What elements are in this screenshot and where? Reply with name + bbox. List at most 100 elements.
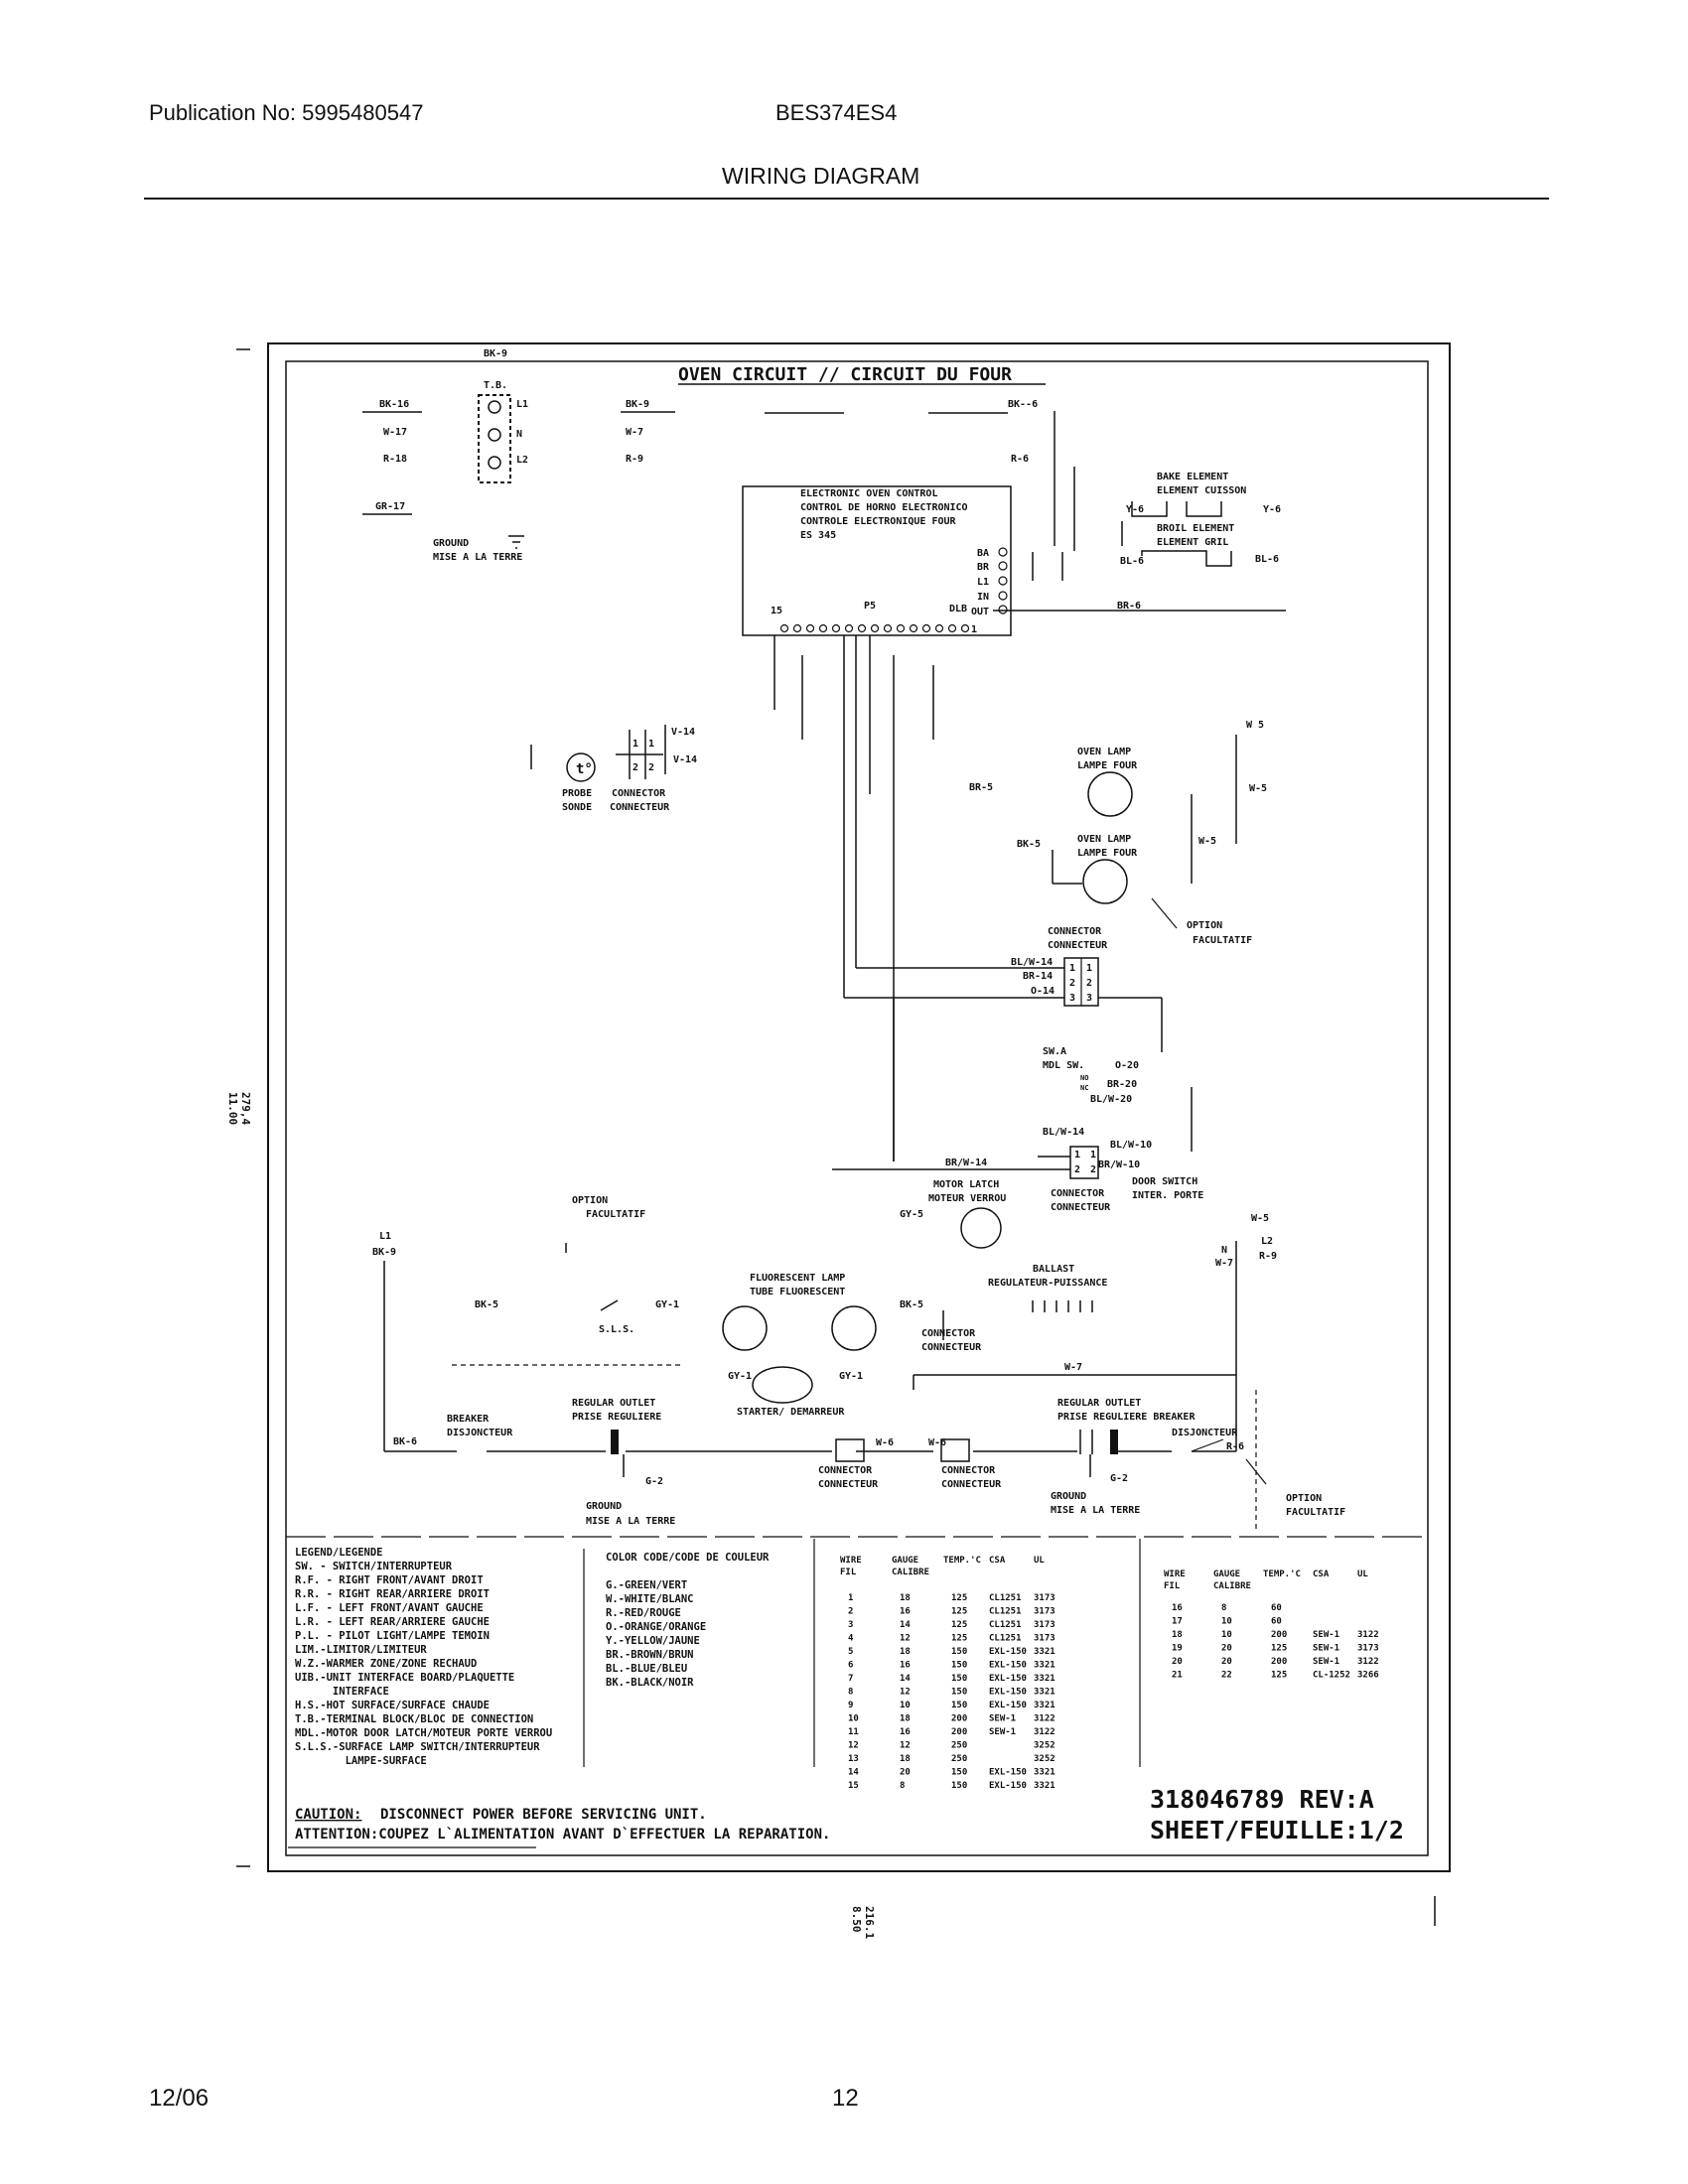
label-fl1: FLUORESCENT LAMP [750,1273,845,1284]
legend-line: R.F. - RIGHT FRONT/AVANT DROIT [295,1574,484,1586]
label-broil2: ELEMENT GRIL [1157,537,1228,548]
wire-table-cell: 60 [1271,1603,1282,1613]
wire-table-cell: EXL-150 [989,1701,1027,1710]
label-eoc3: CONTROLE ELECTRONIQUE FOUR [800,516,957,527]
wire-table-cell: 12 [900,1688,911,1698]
label-p15: 15 [771,606,782,616]
label-conn3a: CONNECTOR [1051,1188,1105,1199]
wire-table-cell: 3122 [1034,1727,1055,1737]
label-w5c: W-5 [1198,836,1216,847]
wire-table-cell: 14 [900,1674,911,1684]
part-number: 318046789 REV:A [1150,1785,1374,1814]
label-w5d: W-5 [1251,1213,1269,1224]
label-k2a: 2 [1069,978,1075,989]
label-lamp2a: OVEN LAMP [1077,834,1131,845]
wire-table-cell: 3173 [1357,1644,1379,1654]
wire-table-subheader: FIL [840,1568,857,1577]
label-ba: BA [977,548,989,559]
label-w6a: W-6 [876,1437,894,1448]
wire-table-cell: 60 [1271,1617,1282,1627]
label-swa: SW.A [1043,1046,1066,1057]
wire-table-cell: 17 [1172,1617,1183,1627]
wire-table-cell: 3321 [1034,1781,1055,1791]
label-l1-tb: L1 [516,399,528,410]
label-r9-a: R-9 [626,454,643,465]
wire-table-cell: 3122 [1357,1630,1379,1640]
wire-table-cell: 16 [1172,1603,1183,1613]
legend-line: P.L. - PILOT LIGHT/LAMPE TEMOIN [295,1630,490,1642]
inner-frame [285,360,1429,1856]
wire-table-cell: 12 [900,1634,911,1644]
wire-table-cell: 8 [900,1781,905,1791]
wire-table-cell: 3321 [1034,1701,1055,1710]
wire-table-cell: EXL-150 [989,1781,1027,1791]
wire-table-cell: 150 [951,1701,967,1710]
color-code-line: BR.-BROWN/BRUN [606,1649,694,1661]
label-conn4a: CONNECTOR [921,1328,976,1339]
color-code-line: Y.-YELLOW/JAUNE [606,1635,700,1647]
wire-table-cell: 20 [1172,1657,1183,1667]
label-blw14b: BL/W-14 [1043,1127,1084,1138]
label-out: OUT [971,607,989,617]
label-gnd2a: GROUND [586,1501,622,1512]
component-labels: BK-9 T.B. BK-16 L1 W-17 N R-18 L2 BK-9 W… [372,348,1345,1527]
label-w7-a: W-7 [626,427,643,438]
wire-table-cell: SEW-1 [1313,1657,1339,1667]
wire-table-cell: 3122 [1034,1714,1055,1724]
label-lamp2b: LAMPE FOUR [1077,848,1138,859]
label-bl6b: BL-6 [1255,554,1279,565]
label-conn5a: CONNECTOR [818,1465,873,1476]
wire-table-cell: 7 [848,1674,853,1684]
label-blw14a: BL/W-14 [1011,957,1053,968]
dimension-width-in: 8.50 [850,1906,863,1933]
wire-table-cell: 200 [1271,1630,1287,1640]
label-r18: R-18 [383,454,407,465]
oven-control-box [742,485,1012,636]
wire-table-header: WIRE [1164,1570,1186,1579]
legend-line: H.S.-HOT SURFACE/SURFACE CHAUDE [295,1700,490,1711]
dimension-width: 216.1 [863,1906,876,1939]
wire-table-cell: 125 [951,1620,967,1630]
label-eoc2: CONTROL DE HORNO ELECTRONICO [800,502,968,513]
label-conn4b: CONNECTEUR [921,1342,982,1353]
label-ground1-fr: MISE A LA TERRE [433,552,522,563]
label-out2b: PRISE REGULIERE BREAKER [1057,1412,1196,1423]
wire-table-header: UL [1034,1556,1045,1566]
wire-table-cell: SEW-1 [1313,1644,1339,1654]
label-l2-tb: L2 [516,455,528,466]
label-br14: BR-14 [1023,971,1053,982]
label-bake1: BAKE ELEMENT [1157,472,1228,482]
wire-table-header: WIRE [840,1556,862,1566]
wire-table-cell: 200 [951,1714,967,1724]
wire-table-cell: CL1251 [989,1634,1022,1644]
label-nc: NC [1080,1084,1088,1092]
dimension-height-in: 11.00 [226,1092,239,1125]
label-tb: T.B. [484,380,507,391]
label-probe: PROBE [562,788,592,799]
legend-line: MDL.-MOTOR DOOR LATCH/MOTEUR PORTE VERRO… [295,1727,552,1739]
wire-table-cell: 200 [1271,1657,1287,1667]
label-bl6a: BL-6 [1120,556,1144,567]
label-d2a: 2 [1074,1164,1080,1175]
label-opt2b: FACULTATIF [586,1209,645,1220]
wire-table-cell: 125 [951,1593,967,1603]
caution-text: DISCONNECT POWER BEFORE SERVICING UNIT. [380,1807,707,1823]
label-c1a: 1 [633,739,638,750]
label-o14: O-14 [1031,986,1055,997]
wire-table-cell: 3173 [1034,1620,1055,1630]
label-w6b: W-6 [928,1437,946,1448]
label-br6: BR-6 [1117,601,1141,612]
label-bk6b: BK-6 [393,1436,417,1447]
label-r6-top: R-6 [1011,454,1029,465]
wire-table-header: UL [1357,1570,1368,1579]
label-w7b: W-7 [1215,1258,1233,1269]
label-door2: INTER. PORTE [1132,1190,1203,1201]
label-out1a: REGULAR OUTLET [572,1398,655,1409]
label-p1: 1 [971,624,977,635]
wire-table-cell: 200 [951,1727,967,1737]
label-gy1b: GY-1 [728,1371,752,1382]
label-opt3a: OPTION [1286,1493,1322,1504]
label-gy1c: GY-1 [839,1371,863,1382]
oven-lamp-1 [1087,771,1133,817]
